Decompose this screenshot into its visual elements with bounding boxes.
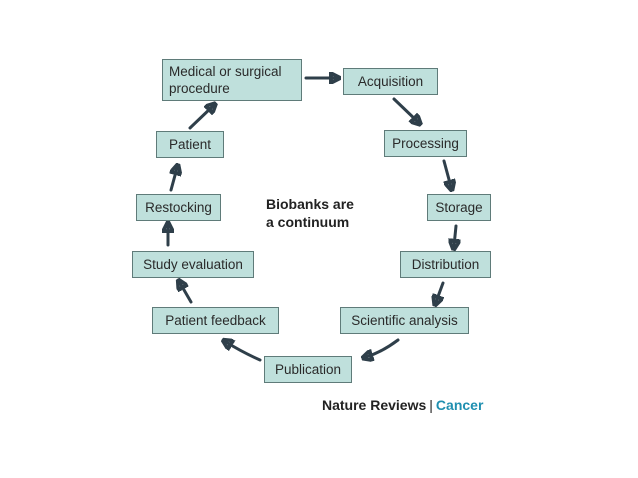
node-patient-feedback: Patient feedback <box>152 307 279 334</box>
credit-separator: | <box>429 397 433 413</box>
node-distribution: Distribution <box>400 251 491 278</box>
arrow-restocking-to-patient <box>171 168 177 192</box>
node-patient: Patient <box>156 131 224 158</box>
arrow-patient-to-medical <box>188 106 213 130</box>
journal-name: Cancer <box>435 397 484 413</box>
node-label: Acquisition <box>357 74 424 89</box>
arrow-scientific-to-publication <box>366 338 400 357</box>
node-label: Patient feedback <box>165 313 266 328</box>
center-label-line: Biobanks are <box>266 196 354 212</box>
node-label: Distribution <box>411 257 480 272</box>
arrow-storage-to-distribution <box>454 224 456 246</box>
node-label: Publication <box>274 362 342 377</box>
arrow-acquisition-to-processing <box>392 97 418 122</box>
node-label: Study evaluation <box>143 257 243 272</box>
arrow-publication-to-feedback <box>226 342 262 362</box>
node-processing: Processing <box>384 130 467 157</box>
center-label-line: a continuum <box>266 214 350 230</box>
arrow-processing-to-storage <box>442 159 451 187</box>
node-acquisition: Acquisition <box>343 68 438 95</box>
node-label: Patient <box>168 137 212 152</box>
node-storage: Storage <box>427 194 491 221</box>
publisher-name: Nature Reviews <box>322 397 427 413</box>
node-label: Scientific analysis <box>351 313 458 328</box>
node-label-line: procedure <box>169 81 230 96</box>
node-label: Processing <box>392 136 459 151</box>
node-label: Restocking <box>145 200 212 215</box>
center-label: Biobanks are a continuum <box>266 195 354 231</box>
node-restocking: Restocking <box>136 194 221 221</box>
arrow-feedback-to-evaluation <box>180 283 193 304</box>
arrow-distribution-to-scientific <box>436 281 445 302</box>
node-medical-or-surgical-procedure: Medical or surgical procedure <box>162 59 302 101</box>
node-publication: Publication <box>264 356 352 383</box>
node-label-line: Medical or surgical <box>169 64 282 79</box>
publisher-credit: Nature Reviews|Cancer <box>322 397 483 413</box>
node-scientific-analysis: Scientific analysis <box>340 307 469 334</box>
node-label: Storage <box>435 200 483 215</box>
node-study-evaluation: Study evaluation <box>132 251 254 278</box>
